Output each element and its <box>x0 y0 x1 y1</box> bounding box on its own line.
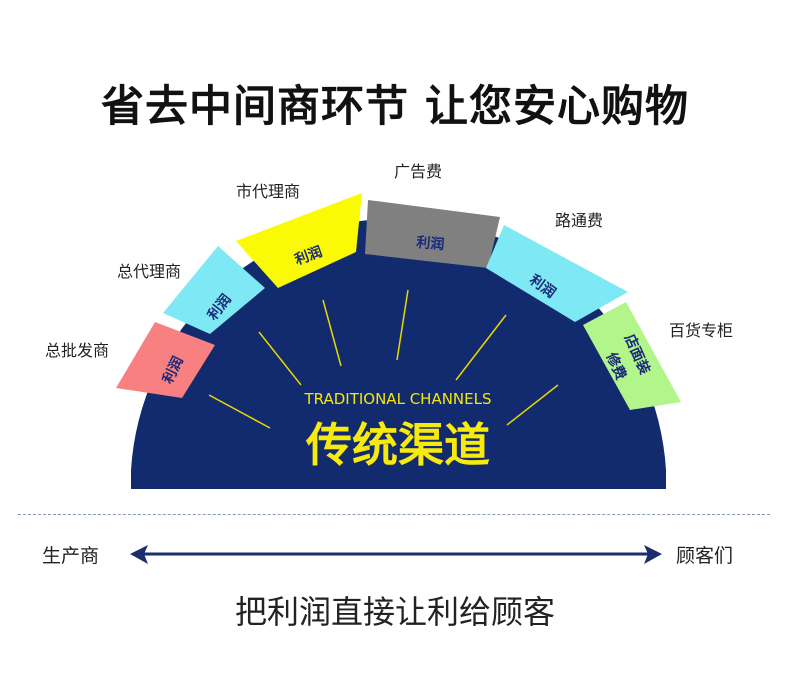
page-title: 省去中间商环节 让您安心购物 <box>101 82 689 132</box>
label-department-store: 百货专柜 <box>669 321 733 340</box>
divider <box>18 514 770 515</box>
producer-label: 生产商 <box>42 545 100 567</box>
segment-city-agent: 利润 <box>236 193 362 288</box>
customers-label: 顾客们 <box>676 545 734 567</box>
segment-advertising: 利润 <box>365 200 500 268</box>
double-arrow <box>130 545 662 564</box>
label-advertising: 广告费 <box>394 162 442 181</box>
label-channel-fee: 路通费 <box>555 211 603 230</box>
label-general-agent: 总代理商 <box>117 262 181 281</box>
arrow-left-icon <box>130 545 148 564</box>
center-chinese-label: 传统渠道 <box>305 418 490 472</box>
center-english-label: TRADITIONAL CHANNELS <box>303 390 491 408</box>
bottom-slogan: 把利润直接让利给顾客 <box>234 593 555 631</box>
segment-text: 利润 <box>416 234 445 253</box>
label-wholesaler: 总批发商 <box>45 341 109 360</box>
rays <box>208 289 559 429</box>
label-city-agent: 市代理商 <box>236 182 300 201</box>
segment-wholesaler: 利润 <box>116 322 215 398</box>
arrow-right-icon <box>644 545 662 564</box>
